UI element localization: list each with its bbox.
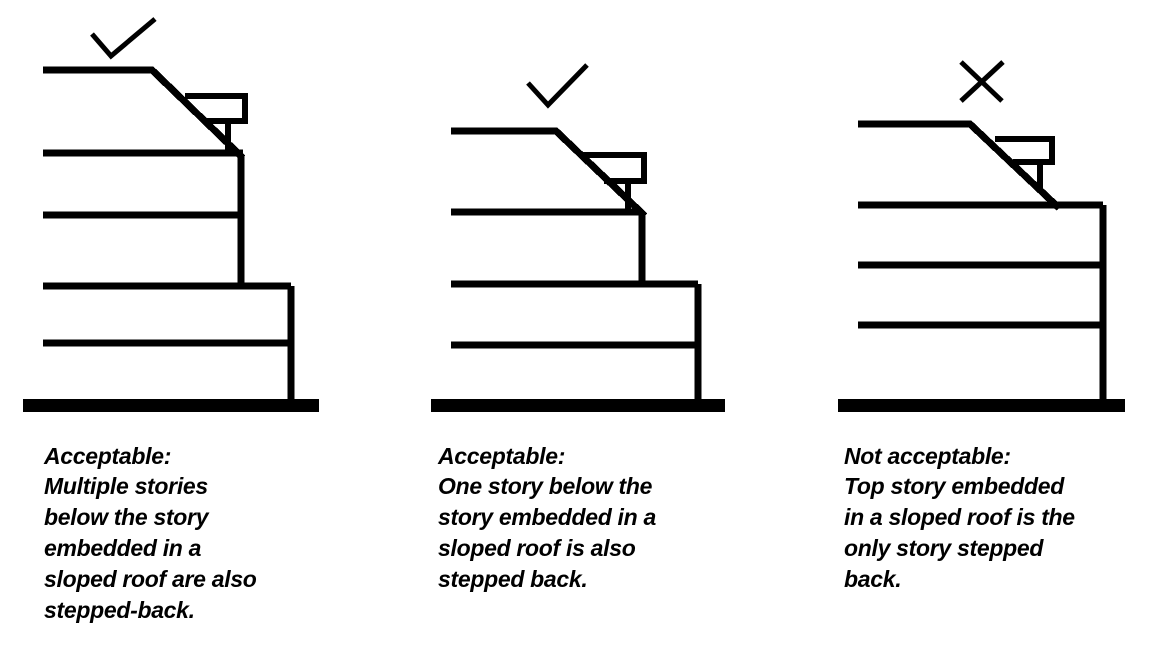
caption-body: One story below the story embedded in a … (438, 471, 798, 595)
floor-lines-flush-stories (858, 201, 1103, 329)
ground-line (431, 399, 725, 412)
caption-line: back. (844, 566, 902, 592)
caption-line: in a sloped roof is the (844, 504, 1075, 530)
caption-block-2: Acceptable: One story below the story em… (438, 441, 798, 595)
caption-title: Acceptable: (438, 443, 566, 469)
base-block (43, 282, 295, 402)
caption-line: stepped back. (438, 566, 588, 592)
caption-line: sloped roof are also (44, 566, 257, 592)
sloped-roof-story (858, 120, 1062, 211)
panel-acceptable-one-story: Acceptable: One story below the story em… (420, 0, 830, 666)
caption-line: One story below the (438, 473, 653, 499)
caption-line: sloped roof is also (438, 535, 636, 561)
checkmark-icon (526, 63, 589, 109)
floor-lines-stepped-stories (43, 149, 243, 219)
caption-line: only story stepped (844, 535, 1044, 561)
building-section-diagram-2 (431, 63, 725, 412)
caption-line: embedded in a (44, 535, 202, 561)
sloped-roof-story (451, 127, 648, 219)
building-section-diagram-3 (838, 60, 1125, 412)
roof-dormer (995, 136, 1055, 192)
caption-block-1: Acceptable: Multiple stories below the s… (44, 441, 404, 626)
base-block (451, 280, 702, 402)
panel-acceptable-multiple-stories: Acceptable: Multiple stories below the s… (0, 0, 420, 666)
caption-body: Top story embedded in a sloped roof is t… (844, 471, 1150, 595)
panel-not-acceptable-top-story-only: Not acceptable: Top story embedded in a … (830, 0, 1150, 666)
caption-line: Multiple stories (44, 473, 208, 499)
caption-line: stepped-back. (44, 597, 195, 623)
ground-line (23, 399, 319, 412)
caption-title: Not acceptable: (844, 443, 1011, 469)
sloped-roof-story (43, 66, 246, 161)
checkmark-icon (90, 17, 157, 60)
caption-title: Acceptable: (44, 443, 172, 469)
caption-body: Multiple stories below the story embedde… (44, 471, 404, 626)
ground-line (838, 399, 1125, 412)
cross-icon (959, 60, 1005, 103)
caption-line: Top story embedded (844, 473, 1064, 499)
building-section-diagram-1 (23, 17, 319, 412)
caption-line: story embedded in a (438, 504, 656, 530)
caption-block-3: Not acceptable: Top story embedded in a … (844, 441, 1150, 595)
caption-line: below the story (44, 504, 209, 530)
